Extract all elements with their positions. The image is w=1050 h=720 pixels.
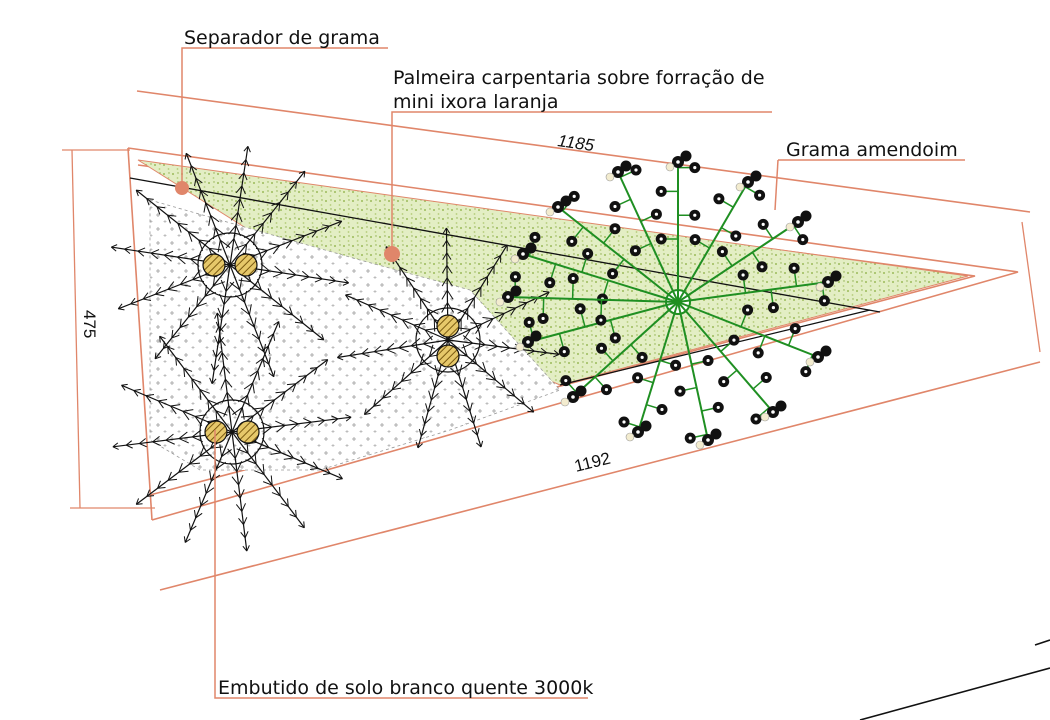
dimension-bottom-length: 1192: [572, 449, 612, 476]
ground-light-icon: [202, 253, 226, 277]
dimension-left: [62, 149, 155, 509]
leader-lines: [181, 47, 965, 699]
wall-lines: [859, 639, 1050, 720]
palm-marker: [384, 246, 400, 262]
separator-marker: [175, 181, 189, 195]
palm-tree: [111, 146, 349, 384]
label-peanut-grass: Grama amendoim: [786, 139, 958, 161]
ground-light-icon: [436, 314, 460, 338]
ixora-flower-cluster: [495, 150, 842, 450]
label-palm-line2: mini ixora laranja: [393, 91, 559, 113]
dimension-top-length: 1185: [556, 131, 595, 155]
edge-lines: [129, 177, 881, 386]
ground-light-icon: [234, 253, 258, 277]
label-ground-light: Embutido de solo branco quente 3000k: [218, 677, 593, 699]
dimension-left-height: 475: [80, 310, 99, 338]
palm-tree: [337, 227, 560, 449]
label-palm-line1: Palmeira carpentaria sobre forração de: [393, 67, 765, 89]
ground-light-icon: [204, 420, 228, 444]
dimension-right: [1021, 221, 1041, 353]
ground-light-icon: [436, 344, 460, 368]
label-grass-separator: Separador de grama: [184, 27, 380, 49]
ground-light-icon: [236, 420, 260, 444]
